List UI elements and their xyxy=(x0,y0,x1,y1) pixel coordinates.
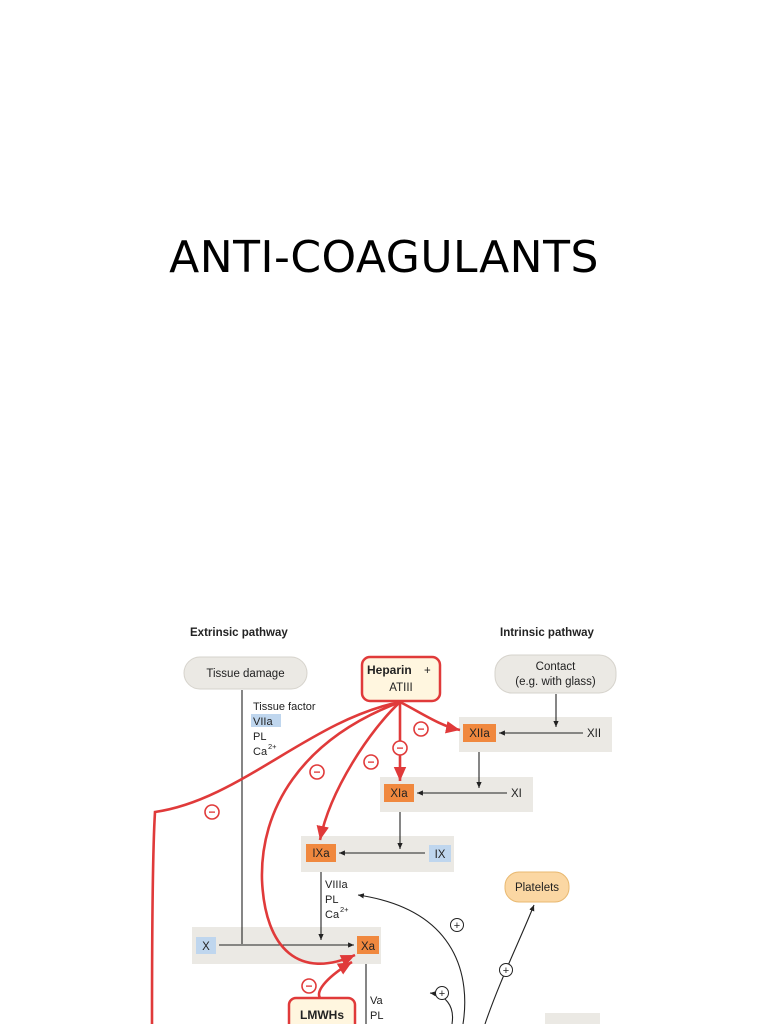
tissue-damage-node xyxy=(183,656,308,690)
tissue-factor-label: Tissue factor xyxy=(253,701,316,713)
activation-markers: + + + xyxy=(435,918,513,1000)
heparin-label: Heparin xyxy=(367,663,412,677)
platelets-label: Platelets xyxy=(515,882,559,894)
viiia-calcium-label: Ca xyxy=(325,909,340,921)
calcium-label: Ca xyxy=(253,746,268,758)
plus-sign: + xyxy=(439,988,445,1000)
minus-circle-icon xyxy=(413,721,429,737)
factor-viia-highlight xyxy=(251,714,281,727)
contact-label: Contact xyxy=(536,661,576,673)
factor-xia-box xyxy=(384,784,414,802)
factor-xa-label: Xa xyxy=(361,941,376,953)
minus-sign: − xyxy=(208,805,215,819)
heparin-inhibits-thrombin xyxy=(150,700,401,1024)
factor-xia-label: XIa xyxy=(390,788,408,800)
pl-label: PL xyxy=(253,731,266,743)
platelets-node xyxy=(504,871,570,903)
plus-circle-icon xyxy=(435,986,449,1000)
factor-xiia-box xyxy=(463,724,496,742)
va-feedback-arrow xyxy=(429,991,454,1024)
minus-circle-icon xyxy=(392,740,408,756)
inhibition-markers: − − − − − − xyxy=(204,721,429,994)
factor-ix-label: IX xyxy=(435,849,446,861)
partial-bar xyxy=(545,1013,600,1024)
lmwh-label: LMWHs xyxy=(300,1008,344,1022)
minus-sign: − xyxy=(396,741,403,755)
lmwh-node xyxy=(287,996,357,1024)
tissue-damage-label: Tissue damage xyxy=(206,668,284,680)
minus-circle-icon xyxy=(204,804,220,820)
factor-xii-label: XII xyxy=(587,728,601,740)
platelet-activation-arrow xyxy=(484,904,535,1024)
viiia-calcium-superscript: 2+ xyxy=(340,905,349,914)
factor-x-box xyxy=(196,937,216,954)
factor-xa-box xyxy=(357,936,379,954)
minus-sign: − xyxy=(367,755,374,769)
heparin-inhibits-xiia xyxy=(399,700,461,734)
minus-sign: − xyxy=(417,722,424,736)
va-pl-label: PL xyxy=(370,1010,383,1022)
factor-x-label: X xyxy=(202,941,210,953)
minus-sign: − xyxy=(305,979,312,993)
lmwh-inhibits-xa xyxy=(317,960,353,999)
plus-circle-icon xyxy=(499,963,513,977)
minus-circle-icon xyxy=(309,764,325,780)
intrinsic-pathway-header: Intrinsic pathway xyxy=(500,627,595,639)
heparin-inhibits-xa xyxy=(260,700,401,967)
viiia-feedback-arrow xyxy=(357,893,466,1024)
plus-sign: + xyxy=(454,920,460,932)
heparin-atiii-node xyxy=(360,655,442,703)
heparin-inhibits-ixa xyxy=(316,701,401,841)
contact-node xyxy=(494,654,617,694)
factor-viia-label: VIIa xyxy=(253,716,273,728)
heparin-plus-label: + xyxy=(424,665,431,677)
plus-sign: + xyxy=(503,965,509,977)
factor-ixa-box xyxy=(306,844,336,862)
factor-ixa-label: IXa xyxy=(312,848,330,860)
minus-circle-icon xyxy=(363,754,379,770)
atiii-label: ATIII xyxy=(389,682,412,694)
factor-viiia-label: VIIIa xyxy=(325,879,349,891)
plus-circle-icon xyxy=(450,918,464,932)
extrinsic-pathway-header: Extrinsic pathway xyxy=(190,627,288,639)
factor-xi-label: XI xyxy=(511,788,522,800)
factor-ix-box xyxy=(429,845,451,862)
factor-xiia-label: XIIa xyxy=(469,728,490,740)
minus-circle-icon xyxy=(301,978,317,994)
viiia-pl-label: PL xyxy=(325,894,338,906)
minus-sign: − xyxy=(313,765,320,779)
calcium-superscript: 2+ xyxy=(268,742,277,751)
contact-example-label: (e.g. with glass) xyxy=(515,676,596,688)
slide-title: ANTI-COAGULANTS xyxy=(169,232,599,283)
factor-va-label: Va xyxy=(370,995,384,1007)
